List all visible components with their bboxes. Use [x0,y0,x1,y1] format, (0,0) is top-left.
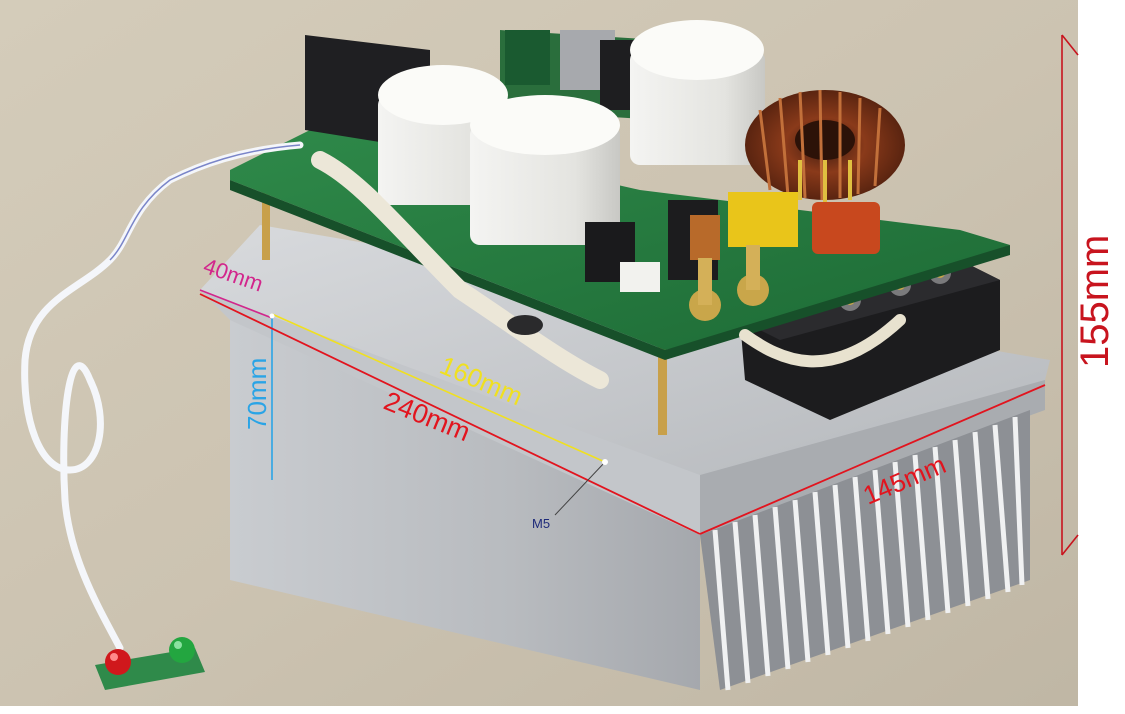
standoff-right [658,340,667,435]
dim-line-160 [271,313,606,463]
toroidal-inductor [745,89,905,202]
white-border-right [1078,0,1125,714]
film-capacitor-3 [470,95,620,245]
red-led [105,649,131,675]
label-155mm: 155mm [1073,235,1117,368]
standoff-left [262,185,270,260]
brass-terminal-left [689,258,721,321]
sleeved-cable [311,151,609,389]
m5-hole [602,459,608,465]
m5-leader [554,461,606,516]
pcb-edge-right [665,245,1010,360]
mounting-screw [507,315,543,335]
dimension-lines [199,34,1079,556]
dim-line-40 [199,289,273,319]
yellow-x-capacitor [728,192,798,247]
heatsink-front-face [230,300,700,690]
white-border-bottom [0,706,1125,714]
brass-terminal-right [737,245,769,306]
sleeved-cable-2 [739,314,906,368]
film-capacitor-2 [630,20,765,165]
label-m5: M5 [532,516,550,531]
heatsink-fins [700,410,1030,691]
dim-line-240 [199,293,701,535]
dim-line-145 [699,384,1046,535]
led-indicator-board [95,637,205,690]
white-connector [620,262,660,292]
hole-40 [269,313,275,319]
orange-capacitor [812,202,880,254]
green-led [169,637,195,663]
label-70mm: 70mm [242,358,272,430]
small-transformer [690,215,720,260]
